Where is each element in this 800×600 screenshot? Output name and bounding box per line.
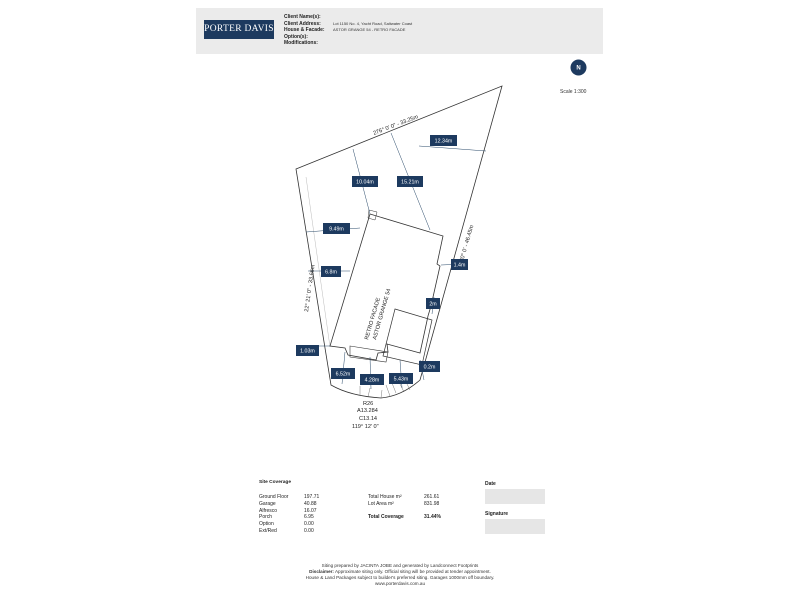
svg-text:1.03m: 1.03m xyxy=(300,349,315,355)
scale-label: Scale 1:300 xyxy=(560,89,587,95)
dimension-tag: 5.43m xyxy=(389,373,413,384)
options-label: Option(s): xyxy=(284,33,308,40)
svg-text:6.8m: 6.8m xyxy=(325,270,337,276)
svg-text:10.04m: 10.04m xyxy=(356,180,374,186)
dimension-tag: 12.34m xyxy=(430,135,457,146)
header-bar: PORTER DAVIS Client Name(s): Client Addr… xyxy=(196,8,603,54)
client-address-label: Client Address: xyxy=(284,20,321,27)
dimension-tag: 10.04m xyxy=(352,176,378,187)
client-name-label: Client Name(s): xyxy=(284,14,321,20)
signature-field[interactable] xyxy=(485,519,545,534)
left-boundary-label: 22° 21' 0" - 33.66m xyxy=(304,264,317,312)
compass-label: N xyxy=(576,66,580,72)
dimension-tag: 15.21m xyxy=(397,176,423,187)
svg-text:12.34m: 12.34m xyxy=(435,139,453,145)
footer-disclaimer: Disclaimer: Approximate siting only. Off… xyxy=(309,569,491,574)
siting-sheet: PORTER DAVIS Client Name(s): Client Addr… xyxy=(196,8,603,593)
house-facade-value: ASTOR GRANGE 54 - RETRO FACADE xyxy=(333,27,406,33)
signature-label: Signature xyxy=(485,511,509,517)
house-outline xyxy=(329,213,444,361)
porter-davis-logo: PORTER DAVIS xyxy=(204,20,274,39)
curve-bearing-label: 119° 12' 0" xyxy=(352,424,379,430)
svg-text:15.21m: 15.21m xyxy=(401,180,419,186)
curve-arc-label: A13.284 xyxy=(357,408,378,414)
dimension-tag: 2m xyxy=(426,298,440,309)
dimension-tag: 0.2m xyxy=(419,361,440,372)
svg-text:5.43m: 5.43m xyxy=(394,377,409,383)
easement-line xyxy=(305,176,331,348)
dimension-tag: 6.8m xyxy=(321,266,341,277)
curve-segment-lines xyxy=(359,379,411,399)
dimension-tag: 1.03m xyxy=(296,345,319,356)
svg-text:0.2m: 0.2m xyxy=(424,365,436,371)
footer-prepared-by: Siting prepared by JACINTA JOBE and gene… xyxy=(321,563,479,568)
top-boundary-label: 276° 0' 0" - 33.25m xyxy=(373,114,420,137)
header-values: Lot 1150 No. 4, Yacht Road, Saltwater Co… xyxy=(333,21,412,34)
footer: Siting prepared by JACINTA JOBE and gene… xyxy=(250,563,550,587)
house-facade-label: House & Facade: xyxy=(284,27,325,34)
lot-boundary xyxy=(295,85,503,399)
modifications-label: Modifications: xyxy=(284,40,318,47)
porch-outline xyxy=(349,345,389,363)
svg-text:6.52m: 6.52m xyxy=(336,372,351,378)
date-field[interactable] xyxy=(485,489,545,504)
site-coverage-title: Site Coverage xyxy=(259,480,291,485)
alfresco-outline xyxy=(367,209,378,221)
curve-radius-label: R26 xyxy=(363,401,373,407)
footer-website-link[interactable]: www.porterdavis.com.au xyxy=(374,581,426,586)
setback-line xyxy=(418,145,487,152)
footer-packages-note: House & Land Packages subject to builder… xyxy=(305,575,495,580)
header-labels: Client Name(s): Client Address: House & … xyxy=(284,14,325,47)
dimension-tag: 4.28m xyxy=(360,374,384,385)
svg-text:4.28m: 4.28m xyxy=(365,378,380,384)
dimension-tag: 1.4m xyxy=(451,259,468,270)
garage-outline xyxy=(382,308,433,366)
client-address-value: Lot 1150 No. 4, Yacht Road, Saltwater Co… xyxy=(333,20,413,26)
dimension-tag: 6.52m xyxy=(331,368,355,379)
dimension-tag: 9.49m xyxy=(323,223,350,234)
north-compass-icon: N xyxy=(570,59,587,76)
svg-text:1.4m: 1.4m xyxy=(454,263,466,269)
svg-text:2m: 2m xyxy=(429,302,437,308)
svg-text:9.49m: 9.49m xyxy=(329,227,344,233)
date-label: Date xyxy=(485,481,496,487)
curve-chord-label: C13.14 xyxy=(359,416,377,422)
